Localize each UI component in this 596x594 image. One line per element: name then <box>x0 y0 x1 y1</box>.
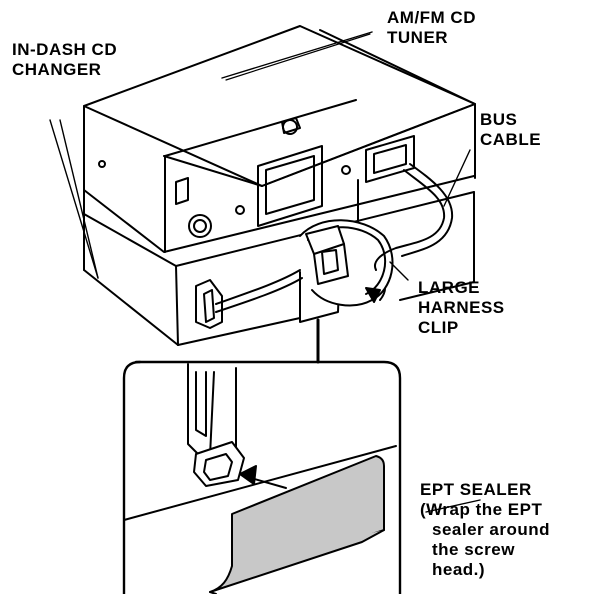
leader-lines <box>59 31 481 513</box>
label-large-harness-clip: LARGE HARNESS CLIP <box>418 278 505 337</box>
ept-sealer-part <box>209 455 385 594</box>
arrow-head <box>239 465 257 485</box>
large-harness-clip <box>299 219 394 307</box>
bus-cable <box>374 163 454 271</box>
zoom-inset <box>122 360 402 594</box>
label-bus-cable: BUS CABLE <box>480 110 542 149</box>
label-ept-sealer: EPT SEALER (Wrap the EPT sealer around t… <box>420 480 550 579</box>
am-fm-cd-tuner <box>83 25 476 253</box>
label-am-fm-cd-tuner: AM/FM CD TUNER <box>387 8 476 47</box>
label-in-dash-cd-changer: IN-DASH CD CHANGER <box>12 40 118 79</box>
